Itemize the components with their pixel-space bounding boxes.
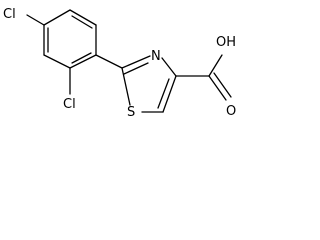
bond-carboxyl-o: [208, 75, 227, 101]
aromatic-inner-bond-2: [71, 52, 92, 64]
nitrogen-label: N: [151, 49, 161, 64]
bond-c4-c5: [162, 75, 177, 113]
bond-carboxyl-o-double: [213, 72, 232, 98]
bond-c5-c6: [69, 9, 97, 26]
bond-c2-c3: [43, 54, 71, 69]
sulfur-label: S: [127, 105, 135, 120]
bond-c2-n: [121, 55, 151, 69]
bond-n-c4: [161, 57, 177, 77]
oxygen-label: O: [226, 104, 236, 119]
bond-carboxyl-oh: [208, 54, 223, 77]
nitrogen-atom: N: [151, 49, 161, 64]
chemical-structure: Cl Cl: [3, 7, 236, 120]
sulfur-atom: S: [127, 105, 135, 120]
oxygen-atom: O: [226, 104, 236, 119]
carboxylic-acid-group: [175, 54, 232, 101]
chlorine-atom-bottom: Cl: [63, 97, 76, 112]
bond-cl-c1: [26, 14, 45, 26]
chlorine-atom-top: Cl: [3, 7, 16, 22]
hydroxyl-label: OH: [216, 35, 236, 50]
thiazole-ring: [121, 55, 177, 113]
hydroxyl-atom: OH: [216, 35, 236, 50]
bond-s-c2: [121, 67, 131, 106]
bond-aryl-thiazole: [95, 54, 123, 69]
chlorine-label-top: Cl: [3, 7, 16, 22]
benzene-ring: [26, 9, 97, 69]
bond-c4-c5-double: [157, 78, 170, 109]
bond-c6-c1: [43, 9, 71, 26]
bond-c3-c4: [69, 54, 97, 69]
structure-canvas: Cl Cl: [3, 7, 236, 120]
aromatic-inner-bond-3: [71, 15, 93, 29]
chlorine-label-bottom: Cl: [63, 97, 76, 112]
bond-c2-n-double: [123, 62, 149, 75]
